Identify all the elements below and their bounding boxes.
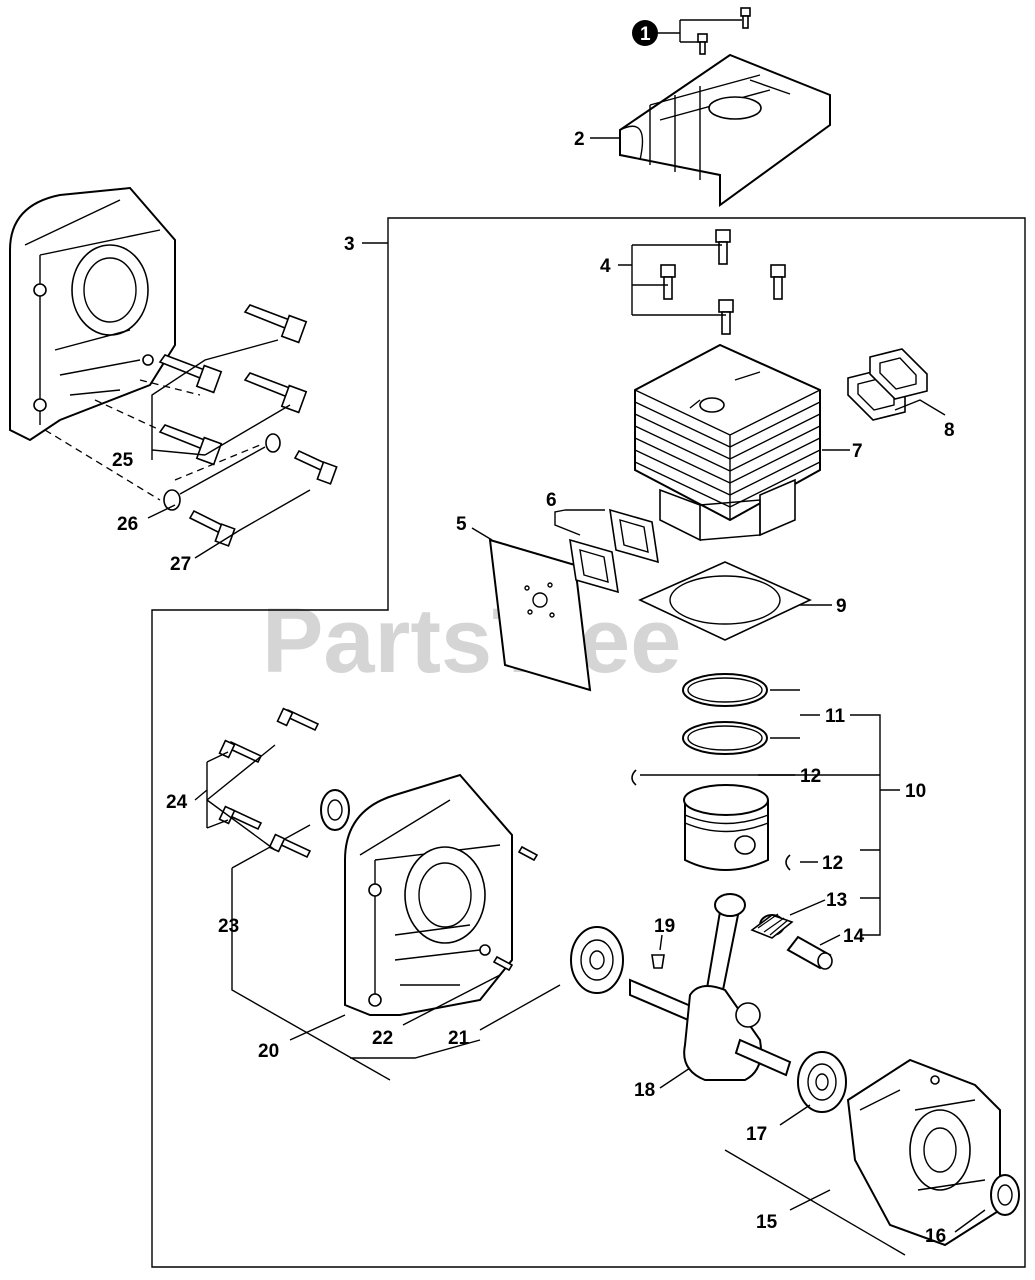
crankcase-upper-left: [9, 186, 176, 442]
callout-27: 27: [170, 554, 191, 575]
part-27-bolts: [188, 449, 338, 547]
leader-6: [554, 509, 605, 536]
part-13-bearing: [750, 913, 794, 939]
part-16-seal: [990, 1174, 1020, 1216]
part-10-piston: [683, 784, 769, 871]
leader-15: [724, 1149, 906, 1256]
bracket-24: [194, 744, 276, 851]
callout-9: 9: [836, 596, 847, 617]
leader-22: [402, 974, 501, 1026]
leader-19: [659, 934, 663, 951]
leader-4: [618, 244, 726, 316]
leader-13: [789, 899, 826, 916]
part-22-dowels: [492, 845, 539, 972]
part-12-clip-a: [631, 769, 637, 786]
callout-23: 23: [218, 916, 239, 937]
part-9-gasket: [638, 561, 812, 641]
part-21-bearing: [570, 926, 624, 994]
callout-22: 22: [372, 1028, 393, 1049]
leader-20: [289, 1014, 346, 1041]
callout-2: 2: [574, 129, 585, 150]
callout-4: 4: [600, 256, 611, 277]
part-4-bolts: [660, 229, 786, 335]
leader-5: [471, 527, 493, 541]
callout-16: 16: [925, 1226, 946, 1247]
callout-25: 25: [112, 450, 134, 471]
part-5-plate: [488, 538, 592, 692]
callout-20: 20: [258, 1041, 279, 1062]
part-6-gaskets: [569, 508, 659, 594]
part-14-pin: [786, 935, 833, 970]
part-7-cylinder: [634, 343, 821, 542]
leader-18: [659, 1067, 691, 1089]
leader-16: [954, 1209, 986, 1233]
callout-12a: 12: [800, 766, 821, 787]
part-25-screws: [158, 304, 308, 466]
callout-17: 17: [746, 1124, 767, 1145]
callout-1: 1: [640, 24, 651, 45]
leader-14: [819, 934, 841, 946]
part-24-screws: [218, 707, 320, 859]
part-17-bearing: [797, 1051, 847, 1113]
part-8-gaskets: [847, 348, 928, 421]
part-2-cover: [619, 53, 831, 207]
callout-24: 24: [166, 792, 188, 813]
callout-14: 14: [843, 926, 865, 947]
leader-21: [479, 984, 561, 1031]
part-26-washers: [163, 433, 281, 511]
callout-11: 11: [825, 706, 846, 727]
callout-12b: 12: [822, 853, 843, 874]
assembly-3-boundary: [151, 217, 1026, 1268]
callout-15: 15: [756, 1212, 778, 1233]
part-20-crankcase: [344, 773, 513, 1016]
callout-5: 5: [456, 514, 467, 535]
leaders-11: [770, 689, 820, 739]
leader-8: [894, 399, 946, 416]
part-11-piston-rings: [682, 673, 768, 755]
part-19-key: [651, 954, 665, 969]
leaders-25-27: [147, 339, 311, 559]
part-1-screws: [632, 7, 751, 55]
callout-3: 3: [344, 234, 355, 255]
callout-18: 18: [634, 1080, 655, 1101]
watermark-text: PartsTree: [262, 590, 681, 692]
leader-17: [779, 1104, 811, 1126]
callout-19: 19: [654, 916, 675, 937]
part-18-crankshaft: [629, 893, 792, 1081]
callout-6: 6: [546, 490, 557, 511]
part-12-clip-b: [785, 854, 791, 871]
part-23-seal: [320, 789, 350, 831]
callout-13: 13: [826, 890, 847, 911]
part-15-crankcase: [846, 1058, 1001, 1247]
callout-10: 10: [905, 781, 926, 802]
bracket-10: [758, 714, 900, 936]
callout-26: 26: [117, 514, 138, 535]
leaders-12: [640, 774, 818, 863]
callout-8: 8: [944, 420, 955, 441]
callout-7: 7: [852, 441, 863, 462]
